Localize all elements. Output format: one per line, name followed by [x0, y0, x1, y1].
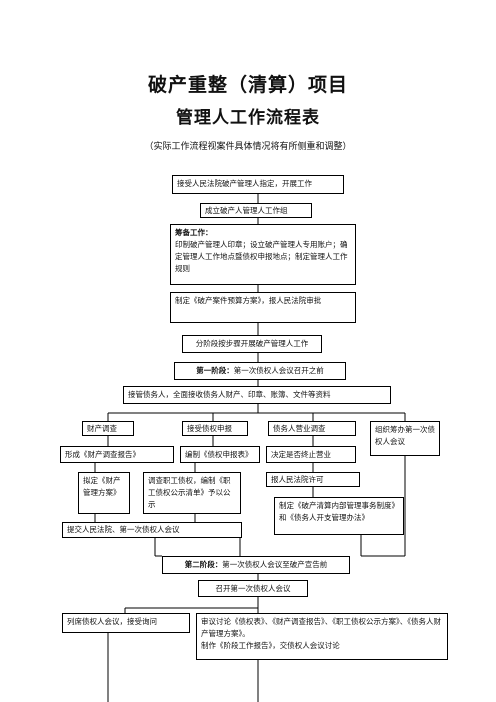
- col1-property-plan: 拟定《财产管理方案》: [78, 472, 130, 514]
- document-subtitle: 管理人工作流程表: [176, 108, 320, 128]
- col3-decide-termination: 决定是否终止营业: [266, 446, 356, 463]
- review-text-2: 制作《阶段工作报告》，交债权人会议讨论: [201, 641, 340, 650]
- col3-business-investigation: 债务人营业调查: [268, 421, 356, 436]
- col4-organize-meeting: 组织筹办第一次债权人会议: [370, 421, 440, 456]
- step-preparation: 筹备工作： 印制破产管理人印章；设立破产管理人专用账户；确定管理人工作地点暨债权…: [170, 224, 356, 285]
- prep-title: 筹备工作：: [175, 228, 213, 237]
- step-budget: 制定《破产案件预算方案》，报人民法院审批: [170, 292, 356, 323]
- stage1-label: 第一阶段：: [196, 366, 234, 375]
- col3-court-permission: 报人民法院许可: [266, 472, 360, 487]
- review-text: 审议讨论《债权表》、《财产调查报告》、《职工债权公示方案》、《债务人财产管理方案…: [201, 617, 441, 638]
- document-note: （实际工作流程视案件具体情况将有所侧重和调整）: [144, 142, 352, 152]
- step-first-creditors-meeting: 召开第一次债权人会议: [198, 580, 308, 597]
- step-attend-meeting: 列席债权人会议，接受询问: [62, 613, 190, 633]
- document-title: 破产重整（清算）项目: [147, 74, 348, 96]
- stage2-label: 第二阶段：: [184, 560, 223, 569]
- stage1-text: 第一次债权人会议召开之前: [233, 366, 324, 375]
- step-phased-work: 分阶段按步骤开展破产管理人工作: [182, 335, 322, 353]
- step-takeover: 接管债务人，全面接收债务人财产、印章、账簿、文件等资料: [123, 386, 391, 404]
- col2-claims-declaration: 接受债权申报: [182, 421, 248, 436]
- stage2-header: 第二阶段：第一次债权人会议至破产宣告前: [162, 556, 350, 574]
- prep-body: 印制破产管理人印章；设立破产管理人专用账户；确定管理人工作地点暨债权申报地点；制…: [175, 240, 348, 273]
- col1-property-investigation: 财产调查: [82, 421, 134, 436]
- step-form-workgroup: 成立破产人管理人工作组: [200, 203, 312, 218]
- stage1-header: 第一阶段：第一次债权人会议召开之前: [174, 362, 346, 380]
- stage2-text: 第一次债权人会议至破产宣告前: [222, 560, 328, 569]
- submit-to-court: 提交人民法院、第一次债权人会议: [62, 522, 242, 538]
- col2-employee-claims: 调查职工债权，编制《职工债权公示清单》予以公示: [143, 472, 241, 514]
- col3-internal-rules: 制定《破产清算内部管理事务制度》和《债务人开支管理办法》: [274, 497, 404, 535]
- col1-property-report: 形成《财产调查报告》: [60, 446, 174, 463]
- step-review-documents: 审议讨论《债权表》、《财产调查报告》、《职工债权公示方案》、《债务人财产管理方案…: [196, 613, 448, 660]
- step-accept-appointment: 接受人民法院破产管理人指定，开展工作: [172, 175, 344, 194]
- col2-claims-form: 编制《债权申报表》: [180, 446, 260, 463]
